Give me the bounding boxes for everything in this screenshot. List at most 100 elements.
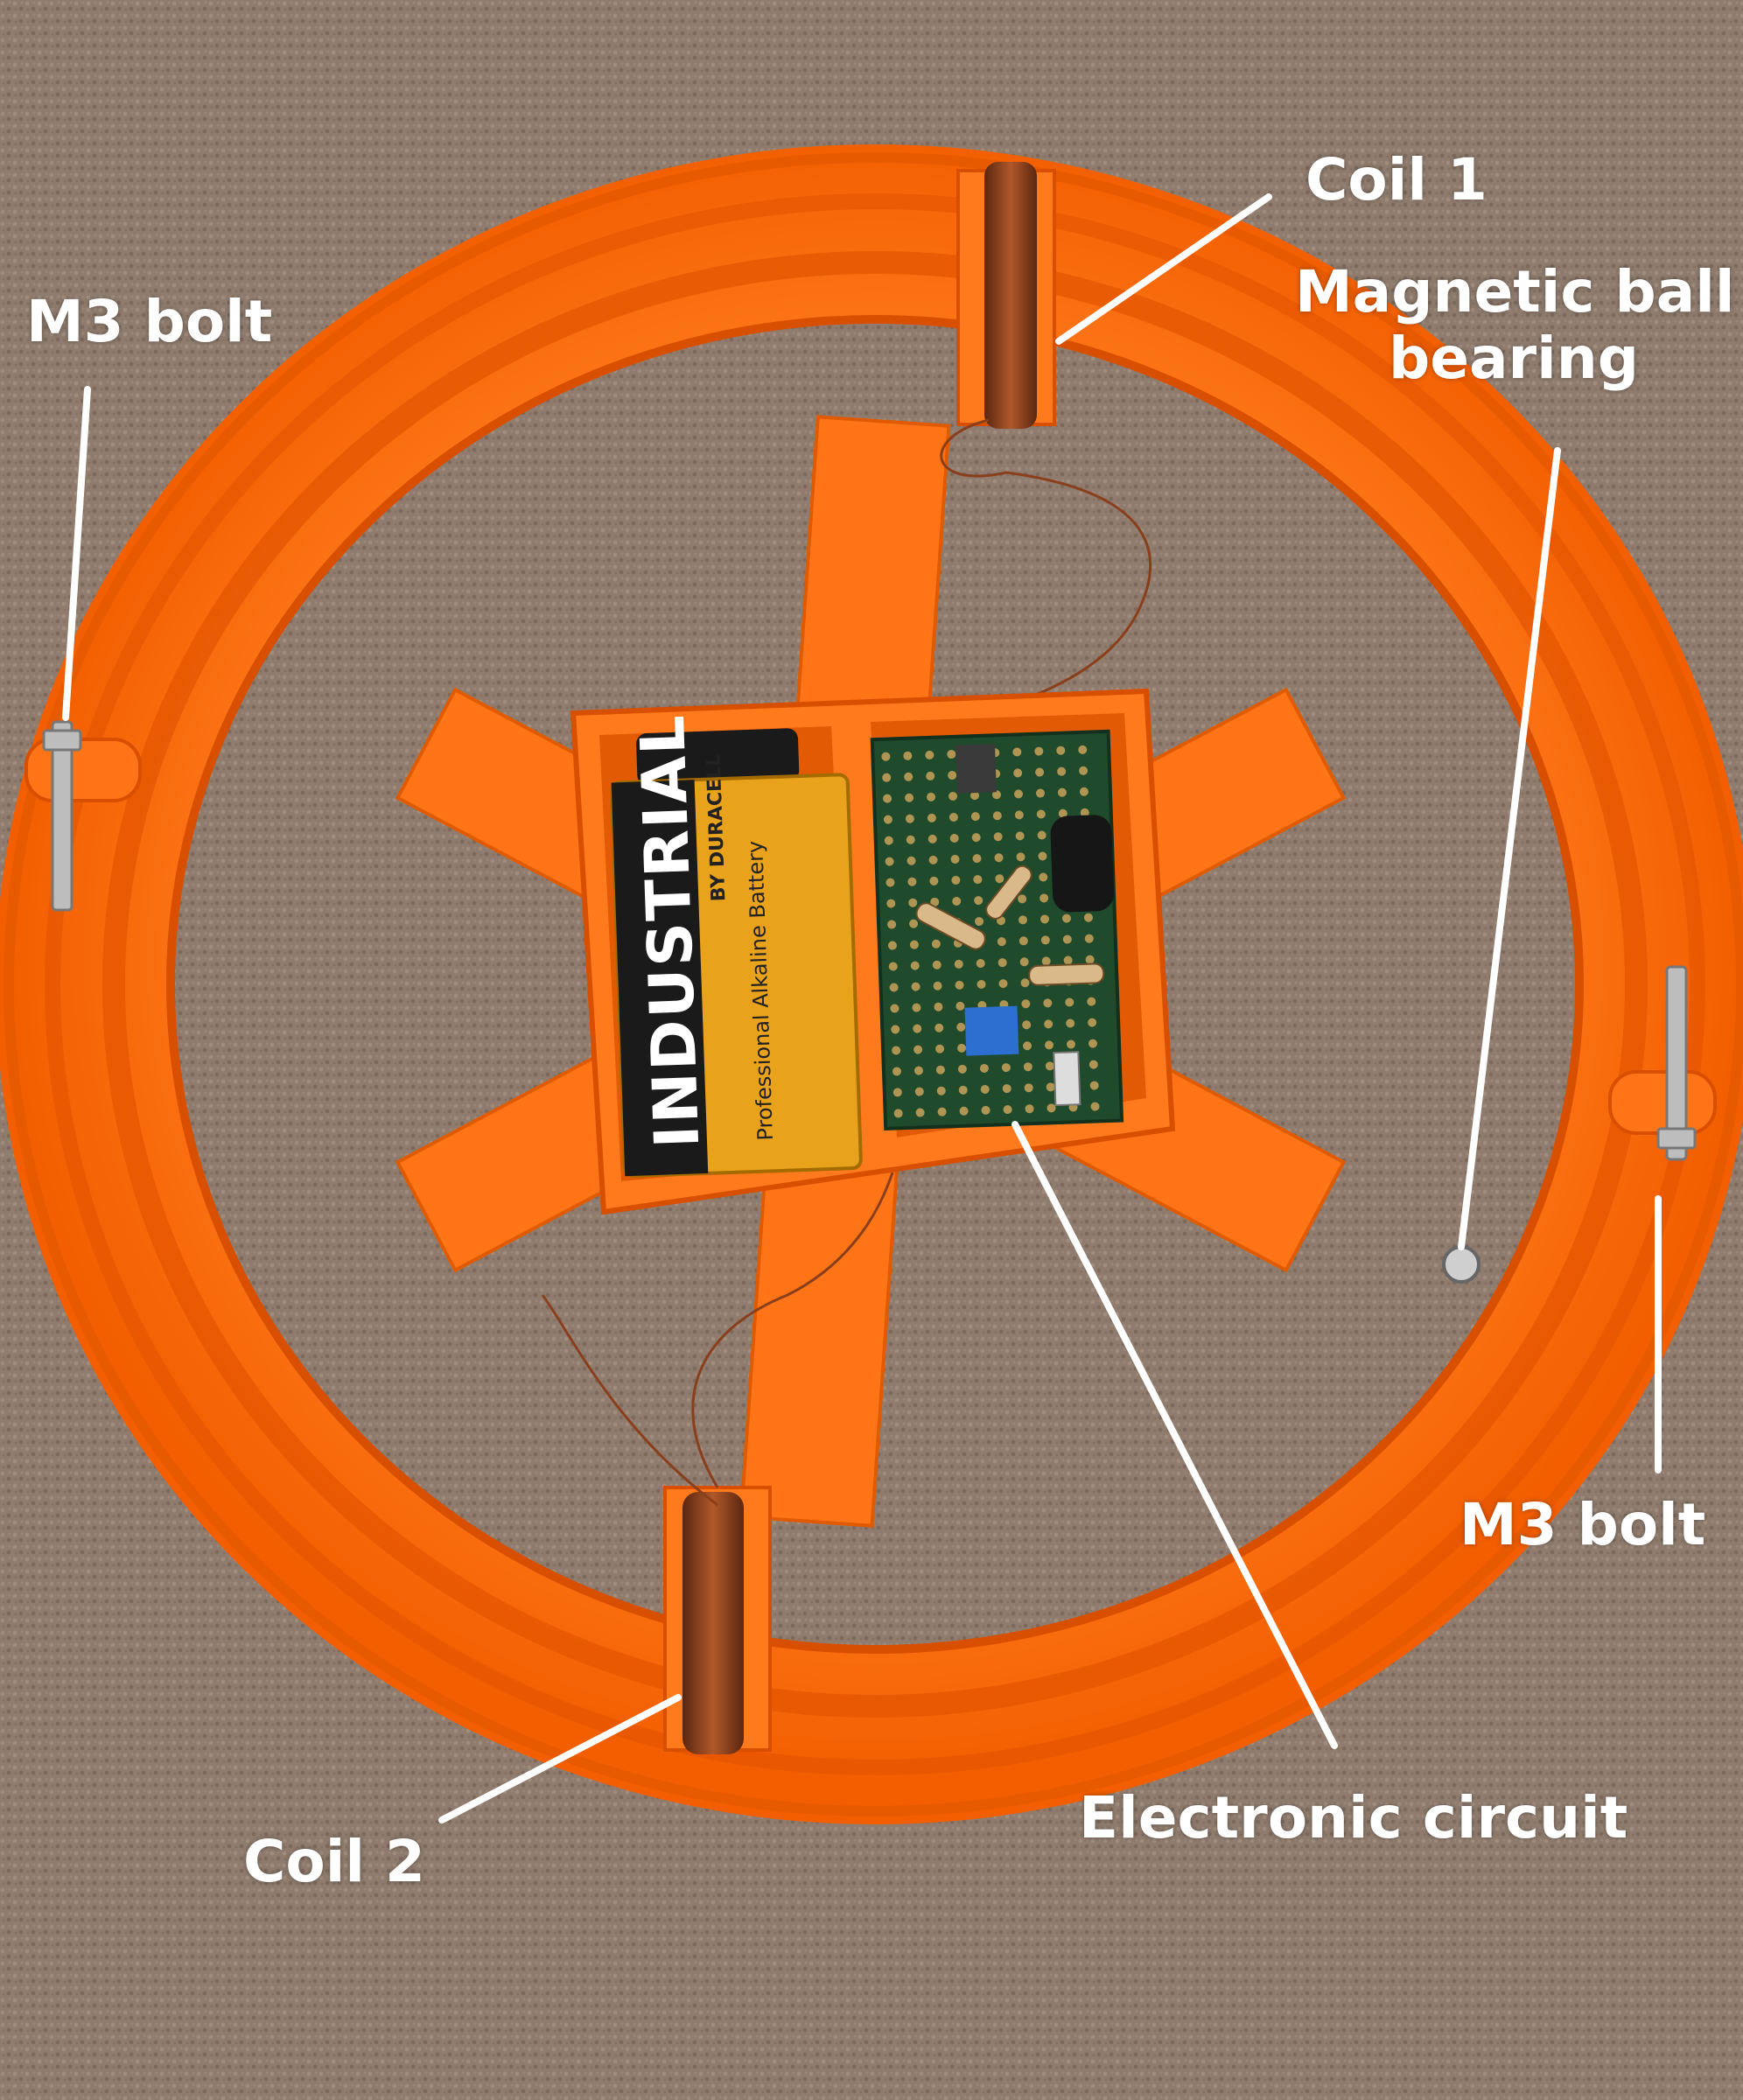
pcb-hole	[970, 812, 980, 822]
pcb-hole	[1003, 1105, 1012, 1115]
pcb-hole	[886, 878, 895, 887]
pcb-hole	[892, 1046, 901, 1055]
pcb-hole	[912, 1003, 921, 1012]
label-magnetic-ball-line2: bearing	[1389, 324, 1639, 392]
pcb-hole	[1043, 998, 1053, 1008]
m3-bolts	[42, 720, 1697, 1161]
pcb-hole	[1020, 978, 1030, 988]
pcb-hole	[957, 1043, 967, 1053]
pcb-hole	[1021, 999, 1031, 1009]
pcb-hole	[994, 853, 1004, 863]
pcb-hole	[885, 857, 894, 866]
pcb-hole	[1025, 1104, 1034, 1114]
pcb-hole	[1067, 1040, 1076, 1049]
pcb-hole	[1090, 1102, 1100, 1111]
pcb-hole	[915, 1108, 925, 1117]
pcb-hole	[884, 836, 893, 845]
ball-bearing-leader	[1458, 447, 1561, 1250]
pcb-hole	[928, 834, 937, 844]
pcb-hole	[1088, 1039, 1097, 1048]
pcb-hole	[1018, 936, 1028, 946]
label-electronic-circuit: Electronic circuit	[1079, 1784, 1628, 1852]
pcb-hole	[907, 877, 917, 886]
pcb-hole	[1058, 808, 1068, 818]
pcb-hole	[910, 961, 920, 970]
pcb-hole	[937, 1107, 947, 1116]
pcb-hole	[905, 814, 914, 823]
pcb-hole	[925, 750, 934, 760]
pcb-hole	[976, 980, 986, 990]
pcb-hole	[1045, 1061, 1054, 1071]
pcb-hole	[1034, 746, 1044, 756]
annotation-lines	[62, 193, 1662, 1824]
pcb-hole	[1066, 1018, 1075, 1028]
coil-1-leader	[1055, 193, 1272, 345]
pcb-hole	[956, 1001, 965, 1011]
pcb-hole	[1084, 934, 1094, 943]
pcb-hole	[888, 962, 898, 971]
pcb-hole	[992, 790, 1002, 800]
m3-bolt-left-leader	[62, 386, 91, 721]
pcb-hole	[993, 832, 1003, 842]
resistors	[915, 864, 1105, 986]
pcb-hole	[1046, 1082, 1055, 1092]
pcb-hole	[1035, 788, 1045, 798]
pcb-hole	[1063, 956, 1073, 965]
battery-brand-main: INDUSTRIAL	[626, 712, 713, 1149]
pcb-hole	[1041, 956, 1051, 966]
label-coil-2: Coil 2	[243, 1828, 425, 1895]
pcb-hole	[1036, 809, 1046, 819]
pcb-hole	[998, 979, 1008, 989]
pcb-hole	[935, 1044, 945, 1054]
pcb-hole	[1019, 957, 1029, 967]
coil-2-leader	[438, 1694, 682, 1824]
pcb-hole	[906, 856, 916, 865]
pcb-hole	[948, 771, 957, 780]
pcb-hole	[1040, 914, 1049, 924]
pcb-hole	[932, 960, 942, 970]
label-m3-bolt-left: M3 bolt	[26, 288, 273, 355]
pcb-hole	[1037, 830, 1046, 840]
pcb-hole	[927, 792, 936, 802]
pcb-hole	[914, 1066, 923, 1075]
pcb-hole	[1078, 745, 1088, 754]
label-magnetic-ball-line1: Magnetic ball	[1295, 258, 1735, 326]
pcb-hole	[883, 794, 892, 803]
pcb-hole	[974, 896, 984, 906]
trimmer-potentiometer	[964, 1005, 1019, 1056]
pcb-hole	[931, 939, 941, 948]
pcb-hole	[1057, 788, 1067, 797]
pcb-hole	[1088, 1060, 1098, 1069]
pcb-hole	[948, 813, 958, 822]
pcb-hole	[959, 1106, 969, 1116]
pcb-hole	[929, 876, 939, 886]
pcb-hole	[972, 854, 982, 864]
pcb-hole	[914, 1045, 923, 1054]
pcb-hole	[882, 773, 892, 782]
magnetic-ball-bearing	[1442, 1245, 1480, 1284]
pcb-hole	[1040, 893, 1049, 903]
pcb-hole	[887, 941, 897, 950]
pcb-hole	[971, 833, 981, 843]
pcb-hole	[1015, 831, 1025, 841]
pcb-hole	[955, 980, 964, 990]
pcb-hole	[1080, 808, 1089, 817]
pcb-hole	[1062, 934, 1072, 944]
pcb-hole	[957, 1064, 967, 1074]
pcb-hole	[906, 835, 915, 844]
pcb-hole	[1002, 1084, 1012, 1094]
pcb-hole	[908, 898, 918, 907]
pcb-hole	[892, 1088, 902, 1097]
pcb-hole	[928, 855, 938, 864]
pcb-hole	[992, 811, 1002, 821]
pcb-hole	[947, 750, 956, 760]
pcb-hole	[893, 1109, 903, 1118]
pcb-hole	[998, 958, 1007, 968]
pcb-hole	[926, 771, 935, 780]
pcb-hole	[956, 1022, 966, 1032]
pcb-hole	[1016, 852, 1026, 862]
pcb-hole	[1065, 998, 1074, 1007]
pcb-hole	[1038, 851, 1047, 861]
pcb-hole	[1085, 955, 1095, 964]
